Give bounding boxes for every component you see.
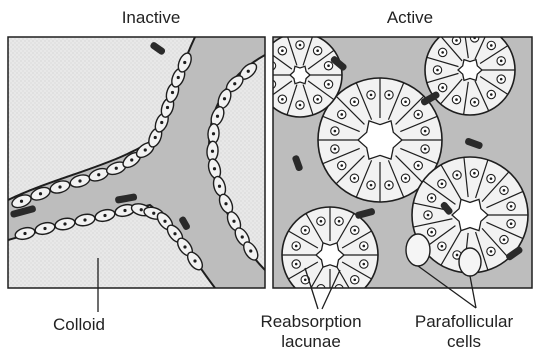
reabsorption-label-line1: Reabsorption: [246, 312, 376, 332]
parafollicular-label-line1: Parafollicular: [398, 312, 530, 332]
reabsorption-lacunae-label: Reabsorption lacunae: [246, 312, 376, 352]
colloid-label: Colloid: [53, 315, 105, 334]
parafollicular-label-line2: cells: [398, 332, 530, 352]
active-panel: [258, 25, 532, 303]
inactive-title: Inactive: [96, 8, 206, 27]
inactive-panel: [8, 37, 265, 288]
reabsorption-label-line2: lacunae: [246, 332, 376, 352]
parafollicular-cells-label: Parafollicular cells: [398, 312, 530, 352]
active-title: Active: [355, 8, 465, 27]
